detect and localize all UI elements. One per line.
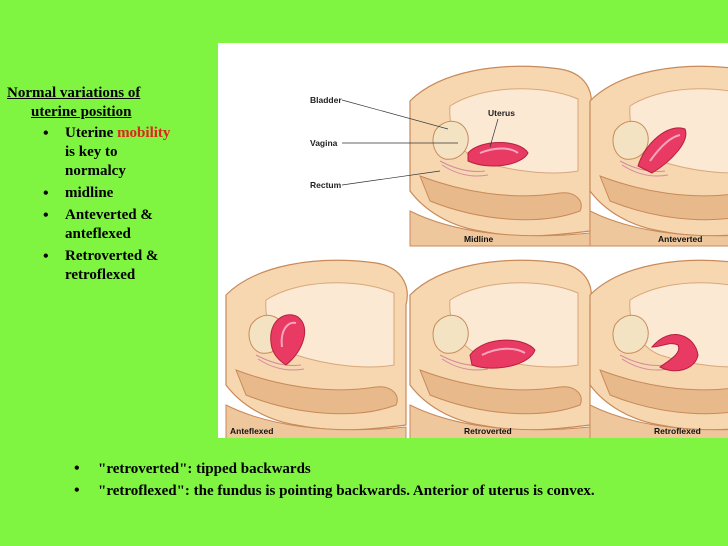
retroverted-line-2: retroflexed xyxy=(65,267,136,283)
caption-retroflexed: Retroflexed xyxy=(654,426,701,436)
note-retroflexed: "retroflexed": the fundus is pointing ba… xyxy=(60,480,728,502)
anatomy-illustration: Bladder Uterus Vagina Rectum Midline Ant… xyxy=(225,65,728,438)
left-text-panel: Normal variations of uterine position Ut… xyxy=(7,84,212,288)
list-item-anteverted: Anteverted & anteflexed xyxy=(7,206,212,244)
midline-text: midline xyxy=(65,185,114,201)
anteverted-line-2: anteflexed xyxy=(65,226,131,242)
heading-line-1: Normal variations of xyxy=(7,85,141,101)
uterine-position-figure: Bladder Uterus Vagina Rectum Midline Ant… xyxy=(218,43,728,438)
mobility-line-3: normalcy xyxy=(65,163,126,179)
diagram-retroverted xyxy=(409,259,592,438)
anteverted-line-1: Anteverted & xyxy=(65,207,153,223)
caption-midline: Midline xyxy=(464,234,494,244)
list-item-mobility: Uterine mobility is key to normalcy xyxy=(7,124,212,181)
caption-anteflexed: Anteflexed xyxy=(230,426,273,436)
bottom-notes: "retroverted": tipped backwards "retrofl… xyxy=(60,458,728,502)
section-heading: Normal variations of uterine position xyxy=(7,84,212,122)
mobility-prefix: Uterine xyxy=(65,125,118,141)
diagram-anteflexed xyxy=(225,259,408,438)
mobility-highlight: mobility xyxy=(117,125,171,141)
label-vagina: Vagina xyxy=(310,138,338,148)
diagram-midline xyxy=(409,65,592,247)
retroverted-line-1: Retroverted & xyxy=(65,248,159,264)
caption-anteverted: Anteverted xyxy=(658,234,702,244)
notes-list: "retroverted": tipped backwards "retrofl… xyxy=(60,458,728,502)
heading-line-2: uterine position xyxy=(31,104,132,120)
note-retroverted: "retroverted": tipped backwards xyxy=(60,458,728,480)
diagram-retroflexed xyxy=(589,259,728,438)
list-item-retroverted: Retroverted & retroflexed xyxy=(7,247,212,285)
list-item-midline: midline xyxy=(7,184,212,203)
diagram-anteverted xyxy=(589,65,728,247)
label-uterus: Uterus xyxy=(488,108,515,118)
label-bladder: Bladder xyxy=(310,95,342,105)
mobility-line-2: is key to xyxy=(65,144,118,160)
variation-list: Uterine mobility is key to normalcy midl… xyxy=(7,124,212,285)
label-rectum: Rectum xyxy=(310,180,342,190)
caption-retroverted: Retroverted xyxy=(464,426,512,436)
